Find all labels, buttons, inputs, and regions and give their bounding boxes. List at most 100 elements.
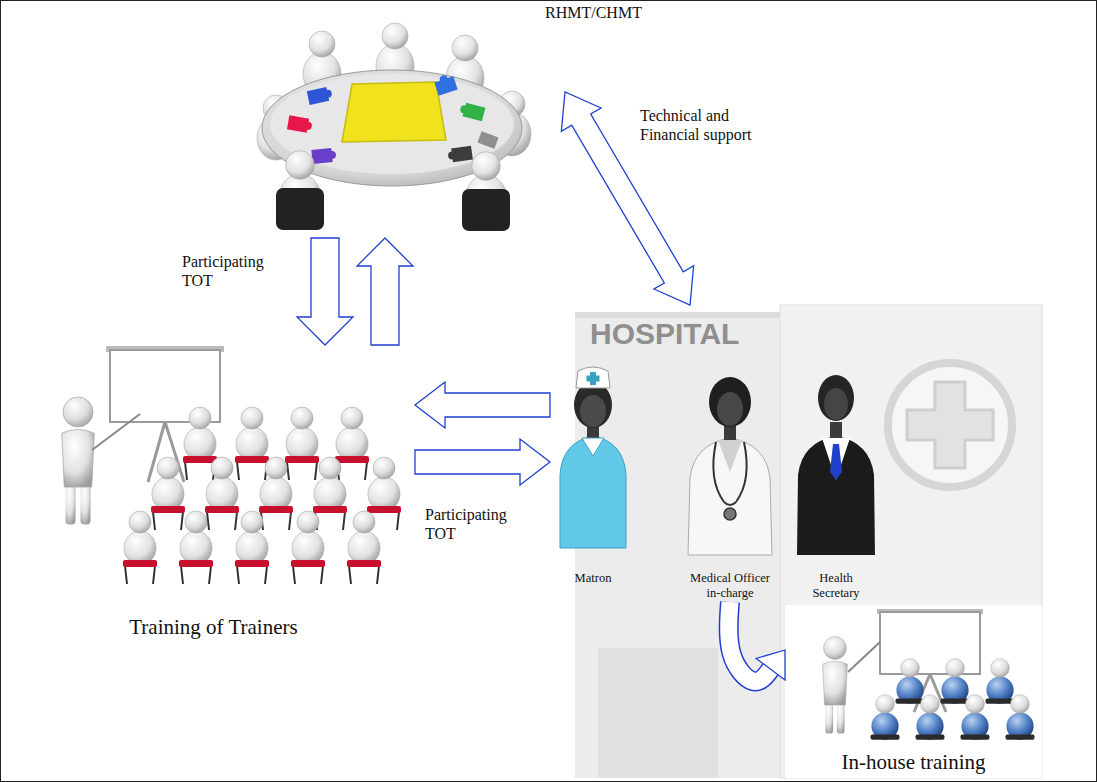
inhouse-training-illustration xyxy=(896,659,925,704)
node-label: RHMT/CHMT xyxy=(545,4,642,22)
training-group-node: Training of Trainers xyxy=(12,345,415,645)
training-illustration xyxy=(179,511,213,584)
inhouse-training-illustration xyxy=(916,695,945,740)
training-illustration xyxy=(285,407,319,480)
support-arrow xyxy=(561,92,693,305)
arrow-head xyxy=(756,650,785,680)
edge-label: Technical and Financial support xyxy=(640,106,770,144)
training-node: In-house training xyxy=(785,605,1042,778)
node-label: Health Secretary xyxy=(805,571,867,600)
meeting-illustration xyxy=(311,148,336,164)
edge-label: Participating TOT xyxy=(425,505,525,543)
medical-officer-figure xyxy=(717,392,743,426)
hospital-building xyxy=(780,305,1042,778)
health-secretary-figure xyxy=(830,444,842,480)
hospital-building xyxy=(575,312,790,318)
edge-label-box: Participating TOT xyxy=(182,252,282,290)
cascade-arrow xyxy=(729,602,771,681)
health-secretary-figure xyxy=(824,388,848,420)
matron-figure xyxy=(582,438,604,456)
cascade-arrow xyxy=(729,602,771,681)
node-label: Matron xyxy=(554,571,632,585)
training-illustration xyxy=(151,457,185,530)
meeting-illustration xyxy=(439,74,449,84)
participation-arrow xyxy=(415,382,550,428)
medical-officer-figure xyxy=(724,502,736,505)
inhouse-training-illustration xyxy=(871,695,900,740)
training-illustration xyxy=(259,457,293,530)
matron-figure xyxy=(560,436,626,548)
staff-node: Health Secretary xyxy=(792,362,880,602)
health-secretary-figure xyxy=(830,422,842,438)
meeting-illustration xyxy=(447,146,473,163)
staff-node: Medical Officer in-charge xyxy=(679,362,781,602)
meeting-illustration xyxy=(328,151,337,160)
hospital-building xyxy=(907,382,993,468)
meeting-illustration xyxy=(477,131,498,148)
cascade-arrow xyxy=(729,602,785,681)
participation-arrow xyxy=(415,439,550,485)
meeting-illustration xyxy=(303,121,312,130)
meeting-illustration xyxy=(307,86,333,105)
inhouse-training-illustration xyxy=(961,695,990,740)
meeting-illustration xyxy=(462,189,510,231)
meeting-illustration xyxy=(459,105,469,115)
medical-officer-figure xyxy=(718,440,742,472)
meeting-illustration xyxy=(276,188,324,230)
meeting-illustration xyxy=(287,115,313,133)
medical-officer-figure xyxy=(688,438,772,555)
meeting-illustration xyxy=(459,102,486,122)
participation-arrow xyxy=(415,382,550,428)
inhouse-training-illustration xyxy=(1006,695,1035,740)
matron-figure xyxy=(587,376,600,382)
training-illustration xyxy=(62,346,401,584)
participation-arrow xyxy=(357,238,413,345)
training-illustration xyxy=(92,414,140,450)
training-illustration xyxy=(205,457,239,530)
inhouse-training-illustration xyxy=(785,605,1042,778)
training-illustration xyxy=(235,511,269,584)
training-illustration xyxy=(62,397,95,525)
medical-officer-figure xyxy=(688,377,772,555)
inhouse-training-illustration xyxy=(823,637,848,734)
participation-arrow xyxy=(357,238,413,345)
training-illustration xyxy=(291,511,325,584)
meeting-illustration xyxy=(257,23,531,231)
medical-officer-figure xyxy=(713,442,746,502)
participation-arrow xyxy=(297,238,353,345)
training-illustration xyxy=(347,511,381,584)
node-label: HOSPITAL xyxy=(590,317,739,352)
meeting-illustration xyxy=(342,82,446,142)
health-secretary-figure xyxy=(797,436,875,555)
training-illustration xyxy=(123,511,157,584)
node-label: In-house training xyxy=(841,750,985,774)
meeting-illustration xyxy=(448,151,457,160)
edge-label-box: Participating TOT xyxy=(425,505,525,543)
matron-figure xyxy=(580,395,606,427)
inhouse-training-illustration xyxy=(941,659,970,704)
inhouse-training-illustration xyxy=(880,612,980,674)
meeting-illustration xyxy=(477,131,498,148)
team-meeting-node: RHMT/CHMT xyxy=(255,22,565,238)
hospital-building xyxy=(888,363,1012,487)
staff-node: Matron xyxy=(551,362,635,587)
training-illustration xyxy=(235,407,269,480)
hospital-building xyxy=(598,648,718,778)
participation-arrow xyxy=(297,238,353,345)
participation-arrow xyxy=(415,439,550,485)
node-label: Medical Officer in-charge xyxy=(682,571,778,600)
edge-label: Participating TOT xyxy=(182,252,282,290)
matron-figure xyxy=(576,367,610,388)
health-secretary-figure xyxy=(797,375,875,555)
support-arrow xyxy=(561,92,693,305)
health-secretary-figure xyxy=(818,375,854,421)
inhouse-training-illustration xyxy=(785,605,1042,778)
hospital-node: HOSPITAL Matron Medical Officer in-charge H… xyxy=(550,305,1042,778)
medical-officer-figure xyxy=(709,377,751,427)
inhouse-training-illustration xyxy=(848,642,880,672)
